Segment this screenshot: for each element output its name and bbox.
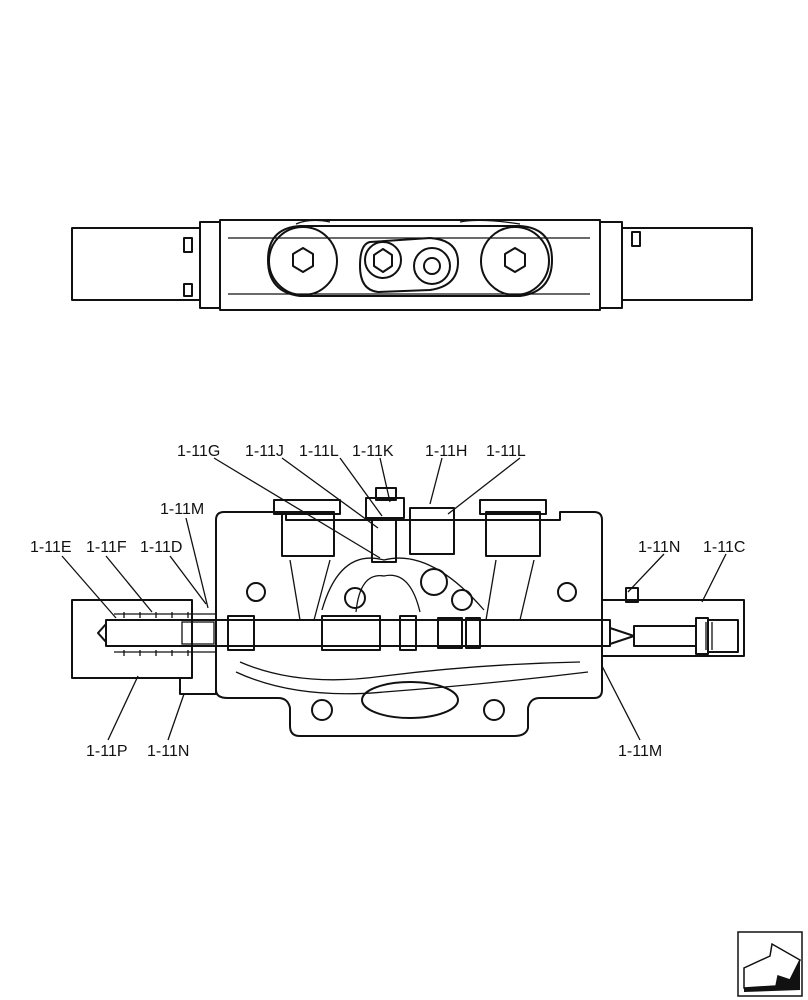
page-turn-arrow-icon[interactable]	[737, 931, 803, 997]
callout-1-11f: 1-11F	[86, 539, 127, 556]
callout-1-11h: 1-11H	[425, 443, 467, 460]
callout-1-11d: 1-11D	[140, 539, 182, 556]
callout-1-11n-bottom: 1-11N	[147, 743, 189, 760]
callout-1-11g: 1-11G	[177, 443, 220, 460]
callout-1-11m-bottom: 1-11M	[618, 743, 662, 760]
leader-lines	[61, 457, 727, 741]
callout-1-11l-top-right: 1-11L	[486, 443, 526, 460]
callout-1-11e: 1-11E	[30, 539, 72, 556]
callout-1-11m-top: 1-11M	[160, 501, 204, 518]
callout-1-11k: 1-11K	[352, 443, 394, 460]
callout-1-11l-top-left: 1-11L	[299, 443, 339, 460]
top-view-valve	[71, 219, 753, 311]
callout-1-11c: 1-11C	[703, 539, 745, 556]
callout-1-11j: 1-11J	[245, 443, 284, 460]
callout-1-11p: 1-11P	[86, 743, 128, 760]
callout-1-11n-right: 1-11N	[638, 539, 680, 556]
section-view-valve	[71, 487, 745, 737]
